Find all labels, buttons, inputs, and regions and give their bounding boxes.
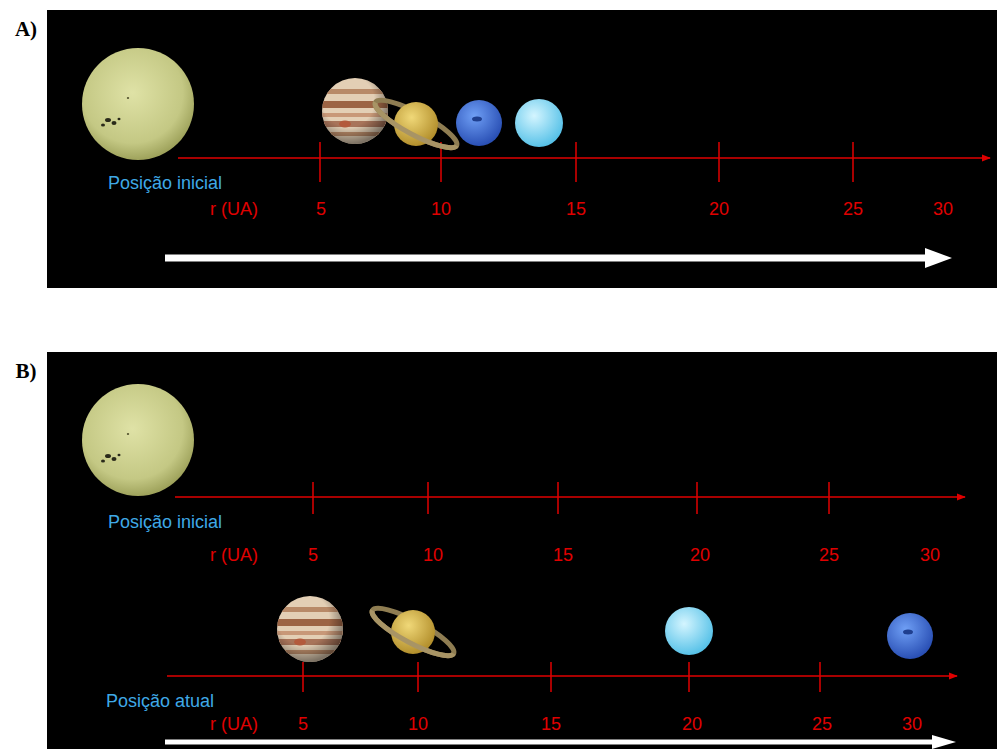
distance-axis [175, 496, 965, 498]
distance-axis [167, 675, 957, 677]
axis-label: 5 [316, 200, 326, 220]
axis-ticks [320, 142, 853, 182]
position-caption: Posição atual [106, 692, 214, 712]
axis-label: 30 [933, 200, 953, 220]
axis-label: r (UA) [210, 715, 258, 735]
neptune-image [887, 613, 933, 659]
jupiter-image [276, 595, 344, 663]
axis-label: 25 [812, 715, 832, 735]
panel-letter: A) [15, 18, 37, 41]
axis-label: 20 [690, 546, 710, 566]
sun-image [82, 384, 194, 496]
axis-label: r (UA) [210, 546, 258, 566]
axis-label: 20 [682, 715, 702, 735]
axis-label: 10 [423, 546, 443, 566]
saturn-image [370, 93, 462, 156]
sun-image [82, 48, 194, 160]
time-arrow [165, 735, 956, 749]
position-caption: Posição inicial [108, 513, 222, 533]
axis-label: 25 [843, 200, 863, 220]
distance-axis [178, 157, 990, 159]
position-caption: Posição inicial [108, 174, 222, 194]
axis-label: 10 [431, 200, 451, 220]
time-arrow [165, 248, 952, 268]
axis-label: 15 [566, 200, 586, 220]
axis-ticks [313, 482, 829, 514]
axis-label: 15 [541, 715, 561, 735]
axis-label: 30 [902, 715, 922, 735]
axis-label: 15 [553, 546, 573, 566]
axis-label: 5 [298, 715, 308, 735]
axis-label: 30 [920, 546, 940, 566]
uranus-image [665, 607, 713, 655]
axis-label: 20 [709, 200, 729, 220]
axis-label: 5 [308, 546, 318, 566]
saturn-image [367, 601, 459, 664]
axis-label: 25 [819, 546, 839, 566]
axis-label: r (UA) [210, 200, 258, 220]
uranus-image [515, 99, 563, 147]
axis-label: 10 [408, 715, 428, 735]
neptune-image [456, 100, 502, 146]
panel-background [47, 352, 997, 749]
axis-ticks [303, 662, 820, 692]
panel-letter: B) [16, 360, 37, 383]
panel-background [47, 10, 997, 288]
